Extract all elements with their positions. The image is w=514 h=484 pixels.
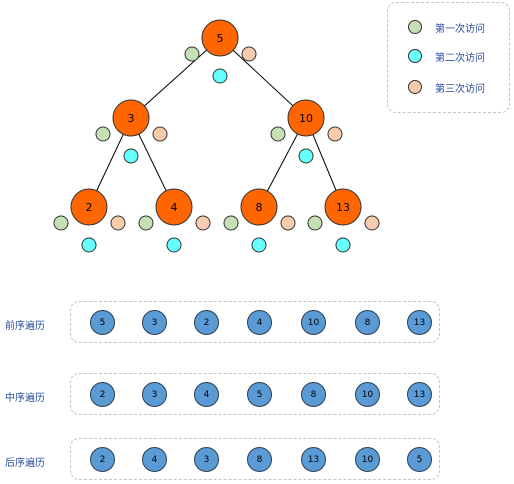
preorder-node: 5 xyxy=(90,310,115,335)
tree-node-label: 5 xyxy=(217,32,224,45)
tree-edge xyxy=(130,37,221,119)
first-visit-dot-icon xyxy=(408,20,422,34)
inorder-node: 5 xyxy=(247,382,272,407)
postorder-sequence: 2 4 3 8 13 10 5 xyxy=(70,438,440,480)
inorder-label: 中序遍历 xyxy=(5,393,45,404)
postorder-node: 8 xyxy=(247,447,272,472)
third-visit-dot-icon xyxy=(241,46,257,62)
second-visit-dot-icon xyxy=(81,237,97,253)
inorder-node: 8 xyxy=(301,382,326,407)
postorder-node: 2 xyxy=(90,447,115,472)
preorder-node: 13 xyxy=(407,310,432,335)
postorder-label: 后序遍历 xyxy=(5,458,45,469)
preorder-sequence: 5 3 2 4 10 8 13 xyxy=(70,301,440,343)
postorder-node: 4 xyxy=(142,447,167,472)
first-visit-dot-icon xyxy=(53,215,69,231)
inorder-node: 2 xyxy=(90,382,115,407)
preorder-node: 4 xyxy=(247,310,272,335)
first-visit-dot-icon xyxy=(184,46,200,62)
inorder-node: 10 xyxy=(355,382,380,407)
tree-node-4 xyxy=(155,188,193,226)
second-visit-dot-icon xyxy=(298,148,314,164)
third-visit-dot-icon xyxy=(110,215,126,231)
legend-item-first-visit: 第一次访问 xyxy=(408,17,485,37)
third-visit-dot-icon xyxy=(280,215,296,231)
third-visit-dot-icon xyxy=(364,215,380,231)
preorder-node: 8 xyxy=(355,310,380,335)
third-visit-dot-icon xyxy=(327,126,343,142)
tree-node-label: 8 xyxy=(256,201,263,214)
first-visit-dot-icon xyxy=(223,215,239,231)
second-visit-dot-icon xyxy=(166,237,182,253)
third-visit-dot-icon xyxy=(152,126,168,142)
binary-tree: 5 3 10 2 4 8 13 xyxy=(53,19,380,253)
second-visit-dot-icon xyxy=(123,148,139,164)
tree-node-2 xyxy=(70,188,108,226)
first-visit-dot-icon xyxy=(95,126,111,142)
tree-node-label: 4 xyxy=(171,201,178,214)
first-visit-dot-icon xyxy=(307,215,323,231)
tree-node-label: 3 xyxy=(128,112,135,125)
second-visit-dot-icon xyxy=(212,68,228,84)
inorder-node: 13 xyxy=(407,382,432,407)
preorder-node: 2 xyxy=(194,310,219,335)
second-visit-dot-icon xyxy=(335,237,351,253)
third-visit-dot-icon xyxy=(408,80,422,94)
legend-item-second-visit: 第二次访问 xyxy=(408,46,485,66)
legend-box: 第一次访问 第二次访问 第三次访问 xyxy=(387,2,510,113)
third-visit-dot-icon xyxy=(195,215,211,231)
postorder-node: 3 xyxy=(194,447,219,472)
tree-node-label: 10 xyxy=(299,112,313,125)
legend-label: 第二次访问 xyxy=(435,52,485,64)
second-visit-dot-icon xyxy=(408,49,422,63)
tree-node-8 xyxy=(240,188,278,226)
preorder-label: 前序遍历 xyxy=(5,321,45,332)
inorder-node: 3 xyxy=(142,382,167,407)
postorder-node: 5 xyxy=(407,447,432,472)
postorder-node: 13 xyxy=(301,447,326,472)
inorder-sequence: 2 3 4 5 8 10 13 xyxy=(70,373,440,415)
first-visit-dot-icon xyxy=(138,215,154,231)
tree-node-13 xyxy=(324,188,362,226)
postorder-node: 10 xyxy=(355,447,380,472)
legend-label: 第一次访问 xyxy=(435,23,485,35)
inorder-node: 4 xyxy=(194,382,219,407)
first-visit-dot-icon xyxy=(270,126,286,142)
legend-label: 第三次访问 xyxy=(435,83,485,95)
second-visit-dot-icon xyxy=(251,237,267,253)
legend-item-third-visit: 第三次访问 xyxy=(408,77,485,97)
tree-node-10 xyxy=(287,99,325,137)
tree-node-label: 2 xyxy=(86,201,93,214)
tree-edge xyxy=(219,37,307,119)
tree-node-label: 13 xyxy=(336,201,350,214)
preorder-node: 3 xyxy=(142,310,167,335)
tree-node-3 xyxy=(112,99,150,137)
preorder-node: 10 xyxy=(301,310,326,335)
tree-node-5 xyxy=(201,19,239,57)
